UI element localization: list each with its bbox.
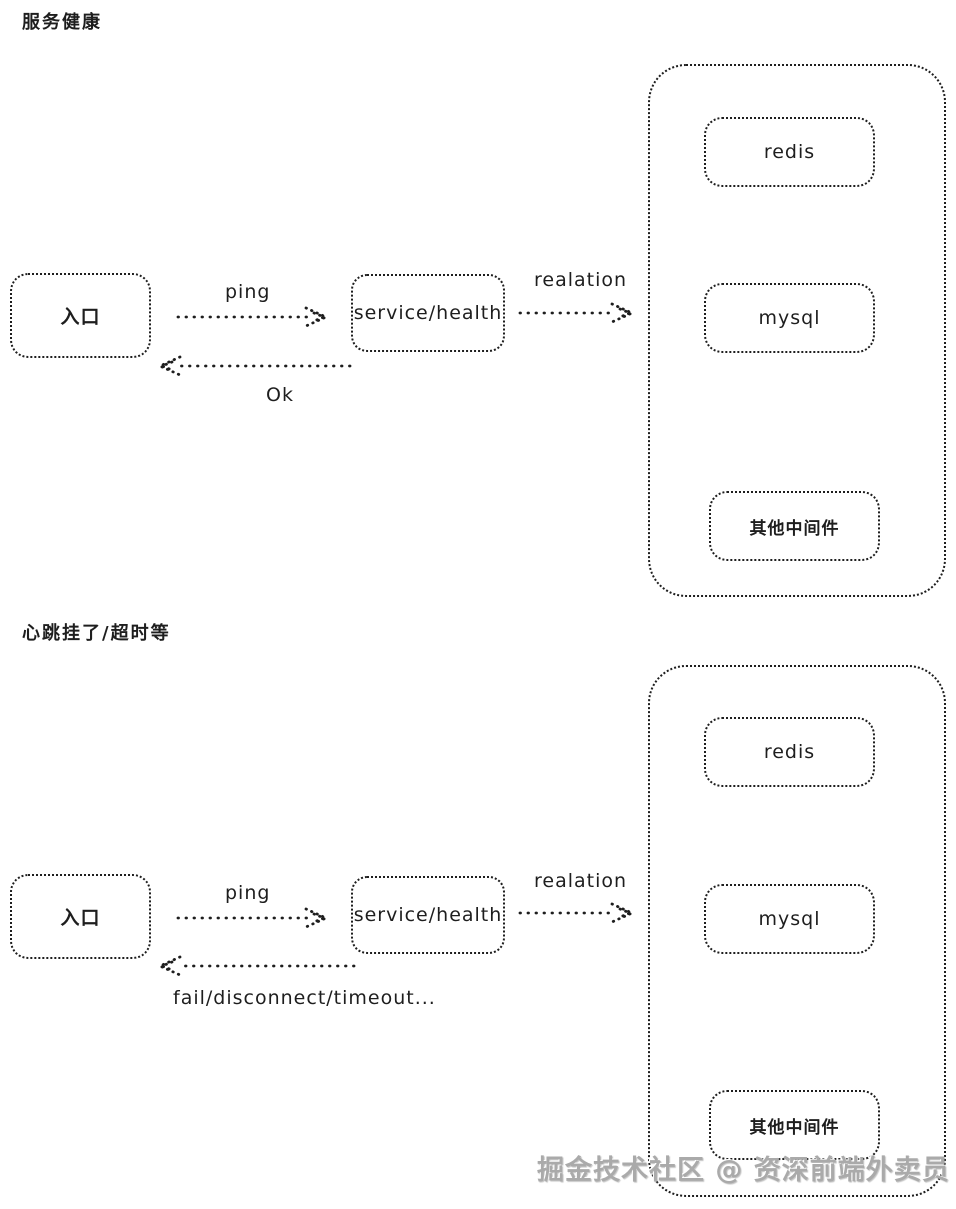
section-1-title: 服务健康 [22, 12, 102, 33]
middleware-group-2 [648, 665, 946, 1197]
entry-node-2-label: 入口 [60, 907, 101, 929]
redis-node-1: redis [704, 117, 875, 187]
ping-label-1: ping [225, 281, 271, 303]
service-health-node-2-label: service/health [353, 904, 503, 926]
ping-arrow-1 [176, 306, 330, 328]
ping-label-2: ping [225, 882, 271, 904]
ping-arrow-2 [176, 907, 330, 929]
mysql-node-2-label: mysql [758, 908, 821, 930]
relation-arrow-1 [518, 302, 636, 324]
response-label-2: fail/disconnect/timeout... [173, 987, 436, 1009]
mysql-node-1: mysql [704, 283, 875, 353]
watermark: 掘金技术社区 @ 资深前端外卖员 [537, 1155, 950, 1186]
entry-node-2: 入口 [10, 874, 151, 959]
redis-node-2: redis [704, 717, 875, 787]
service-health-node-1-label: service/health [353, 302, 503, 324]
section-2-title: 心跳挂了/超时等 [22, 623, 171, 644]
relation-label-1: realation [534, 269, 628, 291]
other-middleware-node-1: 其他中间件 [709, 491, 880, 561]
mysql-node-1-label: mysql [758, 307, 821, 329]
return-arrow-1 [156, 355, 352, 377]
other-middleware-node-1-label: 其他中间件 [749, 518, 840, 539]
return-arrow-2 [156, 955, 356, 985]
entry-node-1-label: 入口 [60, 306, 101, 328]
mysql-node-2: mysql [704, 884, 875, 954]
relation-arrow-2 [518, 902, 636, 924]
redis-node-2-label: redis [763, 741, 816, 763]
other-middleware-node-2-label: 其他中间件 [749, 1117, 840, 1138]
relation-label-2: realation [534, 870, 628, 892]
response-label-1: Ok [266, 384, 294, 406]
service-health-node-2: service/health [351, 876, 505, 954]
other-middleware-node-2: 其他中间件 [709, 1090, 880, 1160]
middleware-group-1 [648, 64, 946, 597]
entry-node-1: 入口 [10, 273, 151, 358]
redis-node-1-label: redis [763, 141, 816, 163]
service-health-node-1: service/health [351, 274, 505, 352]
